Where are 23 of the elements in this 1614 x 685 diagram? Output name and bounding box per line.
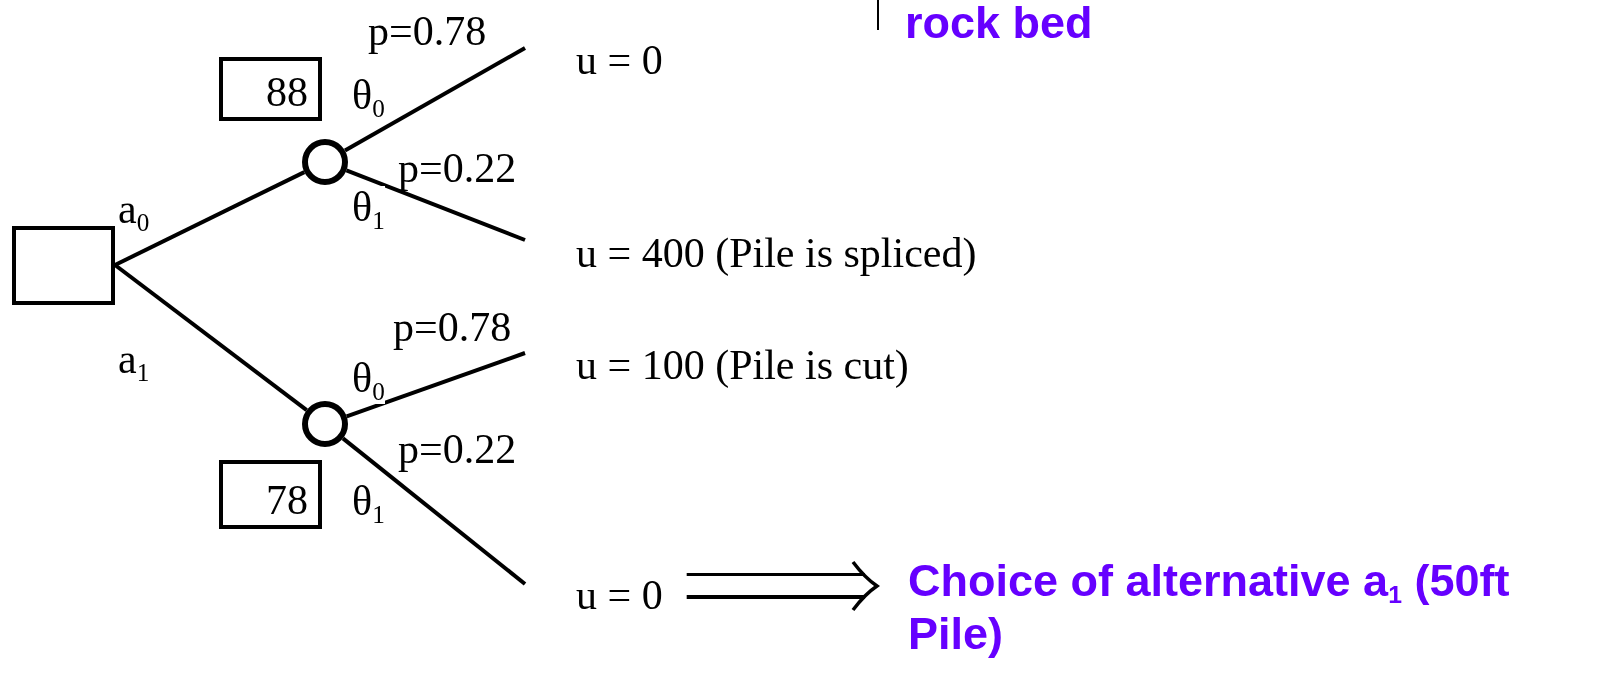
conclusion-text: Choice of alternative a$_{1}$ (50ft Pile) — [908, 556, 1511, 659]
chance-node-circle — [302, 401, 348, 447]
branch-line — [346, 351, 526, 419]
branch-line — [341, 436, 527, 586]
branch-line — [113, 263, 308, 412]
chance-node-circle — [302, 139, 348, 185]
decision-box — [12, 226, 115, 305]
utility-value: u = 400 (Pile is spliced) — [576, 232, 977, 274]
branch-line — [344, 46, 526, 153]
probability-label: p=0.78 — [393, 306, 512, 348]
expected-value: 78 — [266, 479, 308, 521]
branch-line — [114, 170, 306, 267]
expected-value-box — [219, 460, 322, 529]
utility-value: u = 0 — [576, 39, 663, 81]
utility-value: u = 0 — [576, 574, 663, 616]
branch-line — [345, 168, 526, 242]
utility-value: u = 100 (Pile is cut) — [576, 344, 909, 386]
probability-label: p=0.78 — [368, 10, 487, 52]
expected-value: 88 — [266, 71, 308, 113]
expected-value-box — [219, 57, 322, 121]
probability-label: p=0.22 — [398, 147, 517, 189]
probability-label: p=0.22 — [398, 428, 517, 470]
note-text: rock bed — [905, 0, 1093, 45]
